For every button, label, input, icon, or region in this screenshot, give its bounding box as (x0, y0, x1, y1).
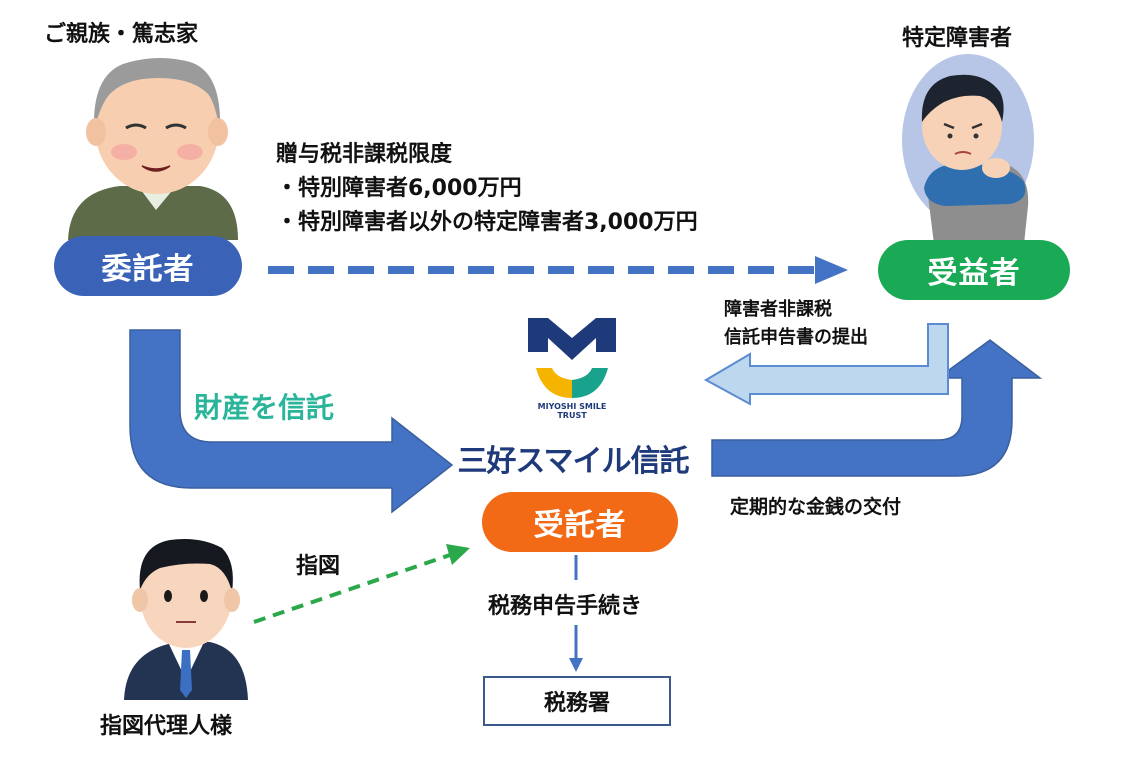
filing-label-line: 障害者非課税 (724, 299, 832, 320)
payout-arrow (711, 339, 1043, 477)
trust-property-label: 財産を信託 (194, 391, 335, 424)
sad-person-icon (902, 54, 1034, 244)
beneficiary-group-label: 特定障害者 (902, 26, 1013, 51)
businessman-icon (124, 539, 248, 700)
agent-label: 指図代理人様 (100, 714, 233, 739)
filing-arrow (703, 323, 949, 406)
miyoshi-logo-mark-icon (528, 318, 616, 398)
tax-office-label: 税務署 (543, 691, 610, 716)
elderly-person-icon (68, 58, 238, 240)
instruction-label: 指図 (296, 554, 341, 579)
gift-tax-heading: 贈与税非課税限度 (276, 142, 453, 167)
tax-office-box: 税務署 (483, 676, 671, 726)
gift-tax-line: ・特別障害者6,000万円 (276, 176, 522, 201)
trustee-pill: 受託者 (482, 492, 678, 552)
filing-label-line: 信託申告書の提出 (724, 327, 868, 348)
filing-label: 障害者非課税 信託申告書の提出 (724, 296, 868, 352)
instruction-dashed-arrow (253, 544, 470, 624)
trust-property-arrow (129, 329, 454, 514)
tax-procedure-label: 税務申告手続き (488, 594, 643, 619)
logo-caption: MIYOSHI SMILE TRUST (537, 402, 607, 420)
settlor-pill: 委託者 (54, 236, 242, 296)
tax-procedure-arrow (569, 555, 583, 672)
gift-tax-line: ・特別障害者以外の特定障害者3,000万円 (276, 210, 698, 235)
payout-label: 定期的な金銭の交付 (730, 496, 902, 518)
gift-dashed-arrow (268, 256, 848, 284)
settlor-group-label: ご親族・篤志家 (44, 22, 199, 47)
beneficiary-pill: 受益者 (878, 240, 1070, 300)
company-name: 三好スマイル信託 (457, 444, 689, 479)
